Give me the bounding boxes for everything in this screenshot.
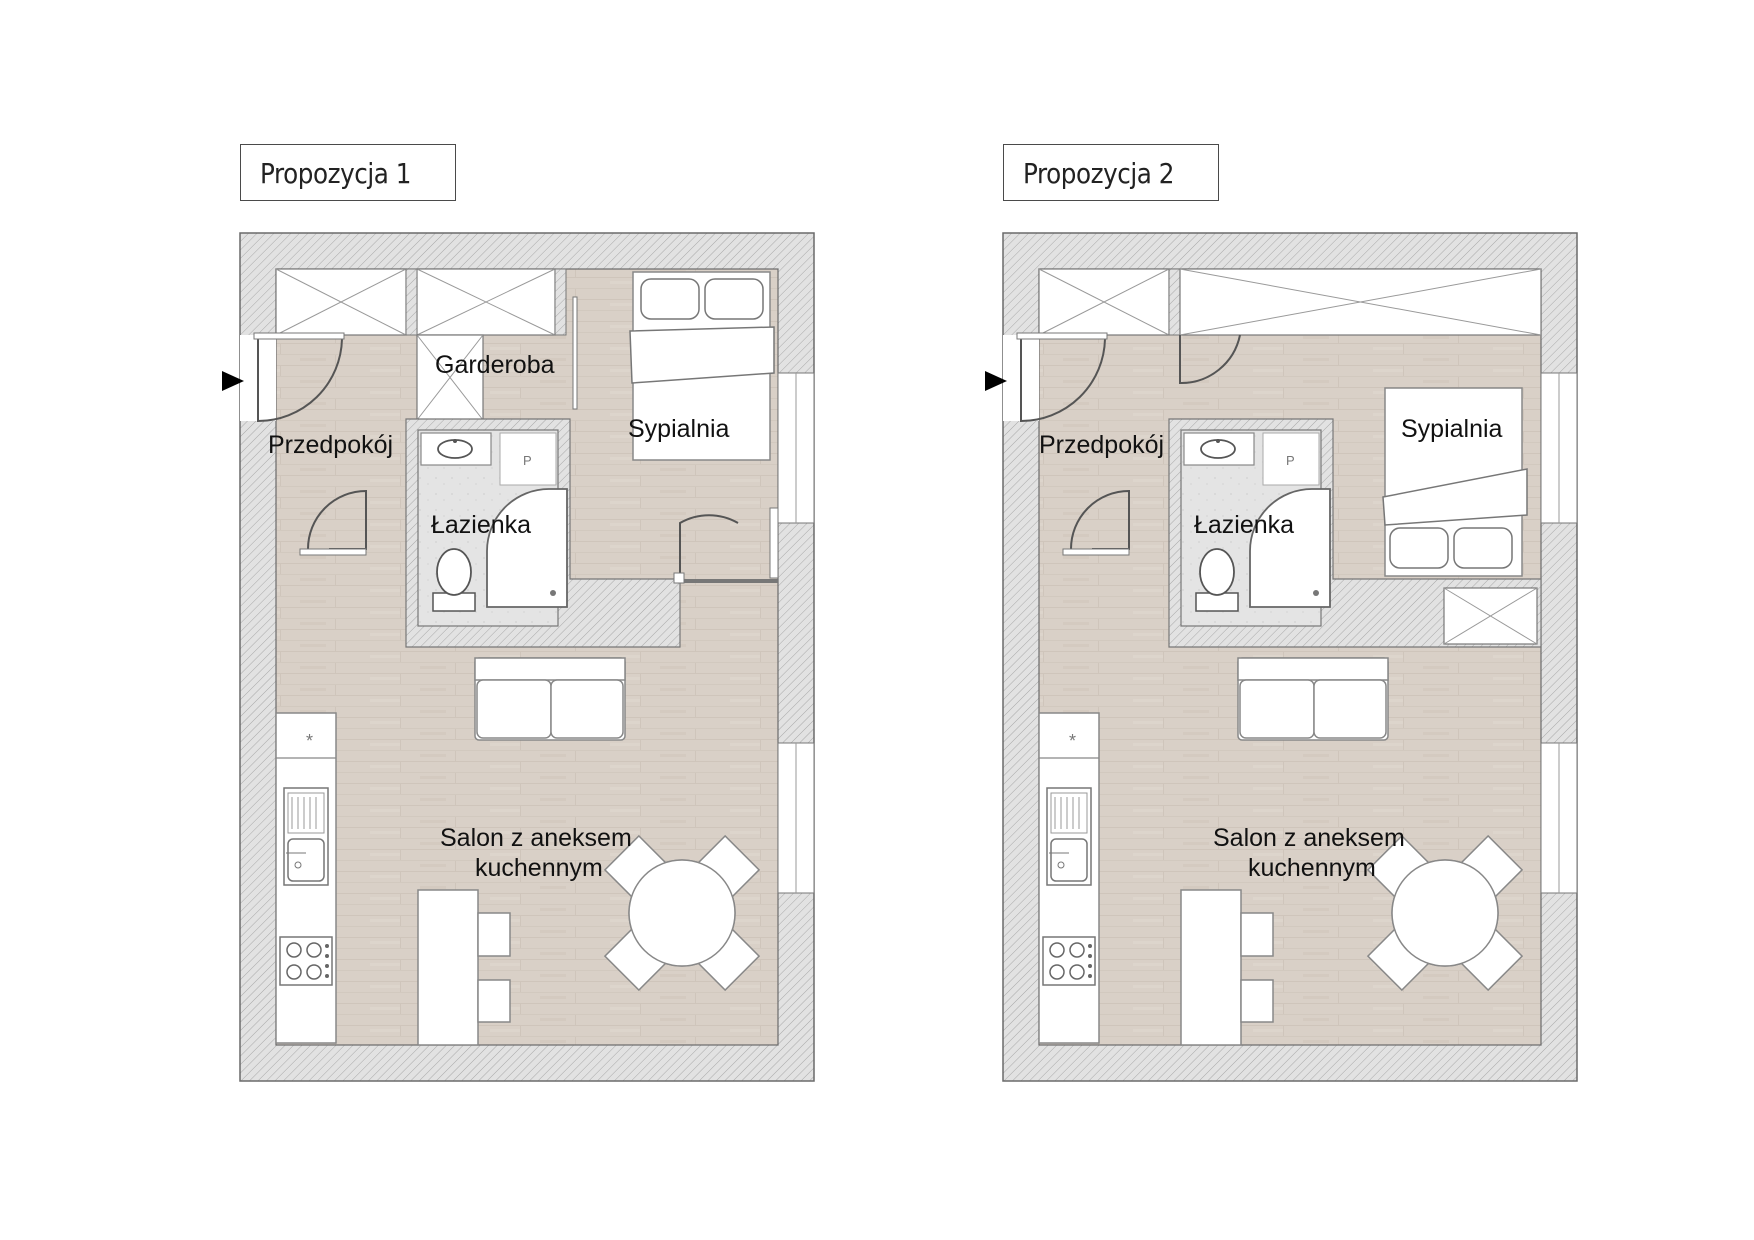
room-label-sypialnia-1: Sypialnia [628,415,730,443]
room-label-lazienka-1: Łazienka [431,511,531,539]
fridge-mark-2: * [1069,731,1076,751]
fridge-mark-1: * [306,731,313,751]
room-label-lazienka-2: Łazienka [1194,511,1294,539]
plan-1-title: Propozycja 1 [260,157,412,190]
room-label-sypialnia-2: Sypialnia [1401,415,1503,443]
plan-2-title-box: Propozycja 2 [1003,144,1219,201]
toilet-cistern-label-2: P [1286,453,1295,468]
room-label-przedpokoj-2: Przedpokój [1039,431,1164,459]
room-label-przedpokoj-1: Przedpokój [268,431,393,459]
entrance-arrow-icon [222,371,244,391]
room-label-garderoba: Garderoba [435,351,555,379]
room-label-salon-1-line2: kuchennym [475,854,603,882]
plan-2: P * Przedpokój Sypialnia Łazienka Salon … [985,232,1578,1082]
entrance-arrow-icon [985,371,1007,391]
room-label-salon-1-line1: Salon z aneksem [440,824,632,852]
plan-2-title: Propozycja 2 [1023,157,1175,190]
toilet-cistern-label-1: P [523,453,532,468]
room-label-salon-2-line2: kuchennym [1248,854,1376,882]
plan-1-title-box: Propozycja 1 [240,144,456,201]
plan-1: P * Garderoba Przedpokój Sypialnia Łazi [222,232,815,1082]
room-label-salon-2-line1: Salon z aneksem [1213,824,1405,852]
